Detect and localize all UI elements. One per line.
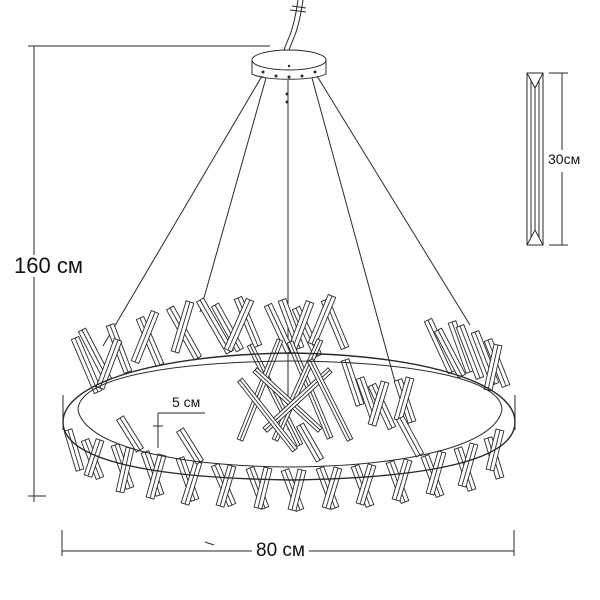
crystal-rod [236,338,284,442]
crystal-rod [237,377,298,453]
height-label: 160 см [14,253,83,278]
crystal-rod [252,367,323,433]
crystal-rod [135,315,165,368]
crystal-rod [340,358,365,407]
crystal-rod [367,380,390,427]
crystal-rod [170,300,195,354]
crystal-rod [63,428,85,472]
crystal-rod [83,438,105,478]
ring [62,352,516,481]
crystal-rod [95,338,123,390]
crystal-detail [526,72,568,246]
crystal-rods [63,293,511,512]
crystal-rod [253,466,273,510]
crystal-rod [395,415,425,458]
crystal-rod [321,466,343,510]
suspension-cables [102,75,471,430]
crystal-rod [130,309,160,365]
crystal-rod [70,335,103,395]
crystal-rod [455,323,485,381]
width-label: 80 см [252,541,309,560]
crystal-rod [306,358,354,442]
crystal-rod [215,464,237,508]
crystal-length-label: 30см [548,151,581,167]
crystal-rod [115,415,145,453]
crystal-rod [355,463,377,506]
crystal-rod [295,422,325,463]
crystal-rod [175,427,205,465]
crystal-rod [433,327,467,379]
crystal-rod [457,442,479,488]
ring-dimension [153,412,205,448]
ceiling-canopy [251,49,327,104]
crystal-rod [145,453,167,500]
power-cord [283,0,307,51]
ring-thickness-label: 5 см [172,394,201,410]
crystal-rod [391,458,413,502]
crystal-rod [195,297,235,355]
crystal-rod [425,450,447,496]
crystal-rod [223,297,255,353]
